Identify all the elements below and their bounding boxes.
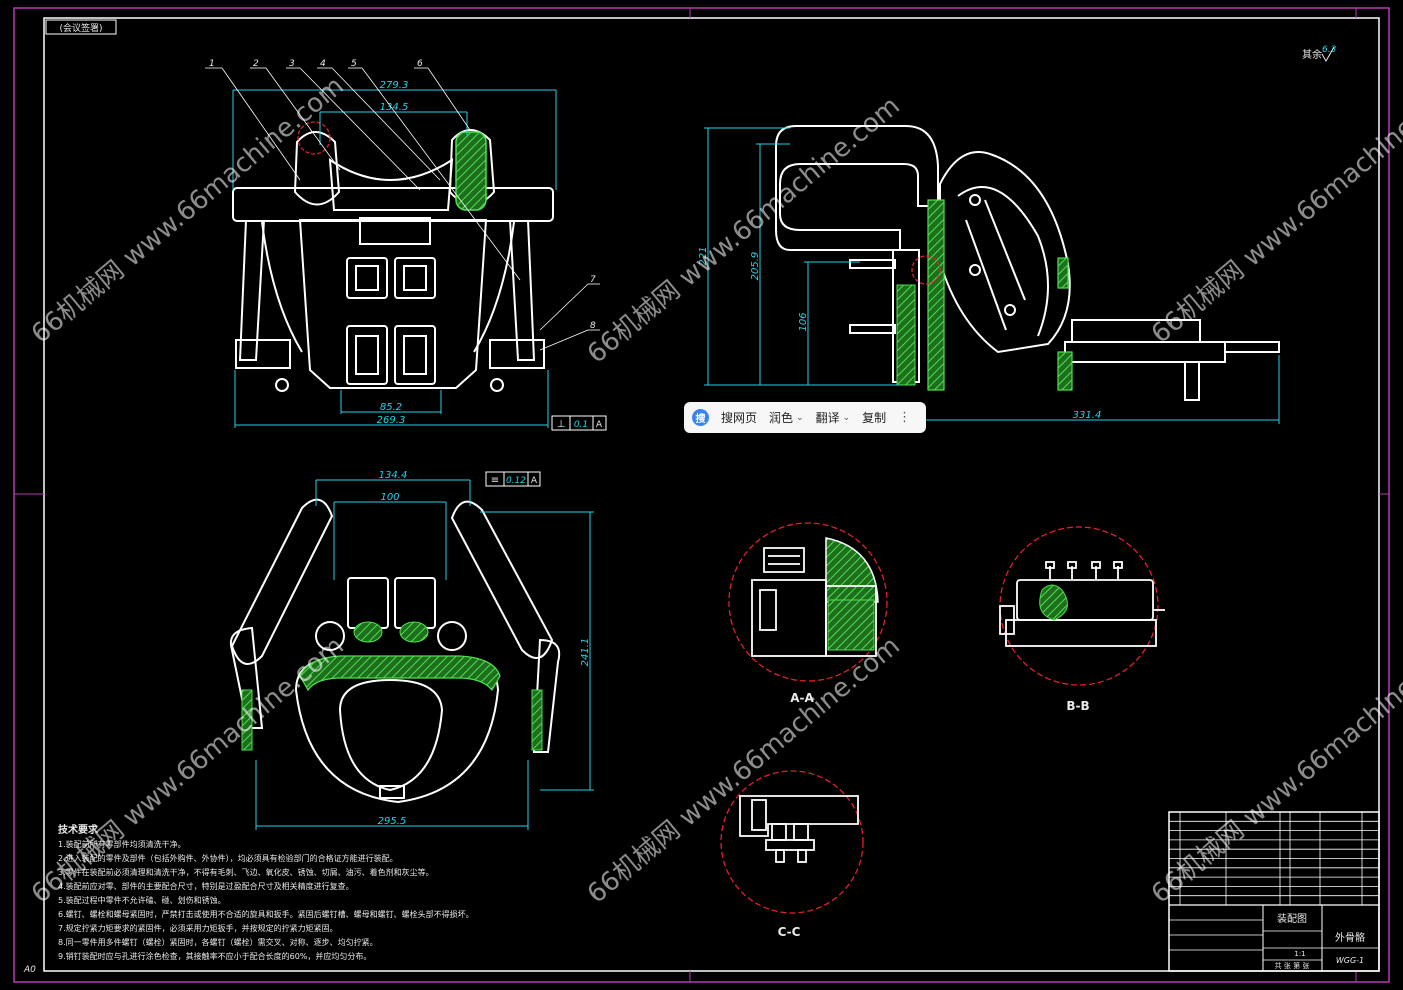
side-view [775,125,1280,401]
more-options-icon[interactable]: ⋮ [898,410,912,425]
top-hatch-arm-left [241,689,253,751]
title-block-sheet-info: 共 张 第 张 [1275,961,1310,970]
svg-text:2: 2 [253,59,259,69]
section-label-c: C-C [778,925,801,939]
tech-line: 5.装配过程中零件不允许磕、碰、划伤和锈蚀。 [58,895,226,905]
top-left-label: (会议签署) [59,22,102,34]
search-web-label: 搜网页 [721,411,758,425]
svg-text:A: A [596,420,603,430]
svg-text:⊥: ⊥ [557,419,566,430]
tech-line: 6.螺钉、螺栓和螺母紧固时，严禁打击或使用不合适的旋具和扳手。紧固后螺钉槽、螺母… [58,909,474,919]
polish-button[interactable]: 润色⌄ [763,402,810,433]
svg-text:A: A [531,476,538,486]
front-view [232,129,554,392]
dim-front-top-inner: 134.5 [380,102,409,113]
svg-text:6: 6 [417,59,423,69]
top-tolerance-frame: ≡ 0.12 A [485,471,541,487]
dim-top-height: 241.1 [580,638,591,667]
front-dimensions [232,89,557,428]
sheet-size-label: A0 [23,965,36,975]
top-hatch-arm-right [531,689,543,751]
side-detail-circle [911,255,941,285]
dim-front-bottom-outer: 269.3 [377,415,406,426]
svg-text:4: 4 [320,59,326,69]
chevron-down-icon: ⌄ [796,412,804,423]
tech-line: 4.装配前应对零、部件的主要配合尺寸，特别是过盈配合尺寸及相关精度进行复查。 [58,881,354,891]
copy-label: 复制 [862,411,887,425]
side-hatch-strut [896,284,916,386]
title-block [1168,811,1380,972]
tech-line: 2.进入装配的零件及部件（包括外购件、外协件），均必须具有检验部门的合格证方能进… [58,853,398,863]
dim-top-inner: 100 [380,492,399,503]
top-hatch-right [399,621,429,643]
dim-top-bottom-width: 295.5 [378,816,407,827]
dim-side-width: 331.4 [1073,410,1102,421]
svg-text:0.12: 0.12 [506,476,526,486]
front-tolerance-frame: ⊥ 0.1 A [551,415,607,431]
roughness-note: 其余 6.3 [1302,45,1337,63]
copy-button[interactable]: 复制 [856,402,892,433]
tech-requirements-title: 技术要求 [58,823,99,836]
front-detail-circle [297,121,331,155]
translate-label: 翻译 [815,411,840,425]
balloon-leaders [205,67,600,351]
title-block-part-name: 外骨骼 [1335,931,1365,944]
tech-line: 9.销钉装配时应与孔进行涂色检查，其接触率不应小于配合长度的60%，并应均匀分布… [58,951,371,961]
svg-text:8: 8 [590,321,596,331]
section-label-a: A-A [790,691,814,705]
side-dimensions [704,127,1280,424]
sogou-logo-icon: 搜 [692,409,709,426]
tech-line: 7.规定拧紧力矩要求的紧固件，必须采用力矩扳手，并按规定的拧紧力矩紧固。 [58,923,338,933]
svg-text:5: 5 [351,59,357,69]
drawing-frame [43,17,1380,972]
top-dimensions [255,479,594,830]
tech-requirements: 技术要求 1.装配前所有零部件均须清洗干净。 2.进入装配的零件及部件（包括外购… [58,823,474,961]
svg-text:≡: ≡ [491,475,499,486]
svg-text:1: 1 [209,59,215,69]
svg-text:其余: 其余 [1302,48,1322,61]
balloons: 1 2 3 4 5 6 7 8 [209,59,596,331]
polish-label: 润色 [769,411,794,425]
border-ticks [14,8,1389,982]
top-hatch-left [353,621,383,643]
section-a-a: A-A [728,522,888,705]
chevron-down-icon: ⌄ [842,412,851,423]
top-hatch-band [299,655,501,692]
dim-side-height-low: 106 [798,312,809,331]
tech-line: 1.装配前所有零部件均须清洗干净。 [58,839,186,849]
dim-front-bottom-inner: 85.2 [380,402,402,413]
svg-text:7: 7 [590,275,596,285]
search-web-button[interactable]: 搜网页 [715,402,763,433]
side-hatch-arm [1057,257,1069,289]
tech-line: 3.零件在装配前必须清理和清洗干净，不得有毛刺、飞边、氧化皮、锈蚀、切屑、油污、… [58,867,434,877]
svg-text:6.3: 6.3 [1322,45,1337,55]
svg-text:0.1: 0.1 [574,420,588,430]
title-block-scale: 1:1 [1294,950,1305,958]
top-left-label-box: (会议签署) [45,19,117,35]
side-hatch-hip [1057,351,1073,391]
dim-top-outer: 134.4 [379,470,408,481]
sheet-border [13,7,1390,983]
section-label-b: B-B [1066,699,1089,713]
front-hatch [455,131,487,211]
section-b-b: B-B [999,526,1165,713]
tech-line: 8.同一零件用多件螺钉（螺栓）紧固时，各螺钉（螺栓）需交叉、对称、逐步、均匀拧紧… [58,937,378,947]
selection-toolbar: 搜 搜网页 润色⌄ 翻译⌄ 复制 ⋮ [684,402,926,433]
dim-side-height-total: 221 [698,246,709,265]
translate-button[interactable]: 翻译⌄ [810,402,857,433]
section-c-c: C-C [720,770,864,939]
side-hatch-plate [927,199,945,391]
title-block-drawing-no: WGG-1 [1336,956,1364,965]
dim-front-top-outer: 279.3 [380,80,409,91]
title-block-drawing-type: 装配图 [1277,912,1307,925]
dim-side-height-mid: 205.9 [750,252,761,281]
top-view [230,498,561,804]
svg-text:3: 3 [289,59,295,69]
